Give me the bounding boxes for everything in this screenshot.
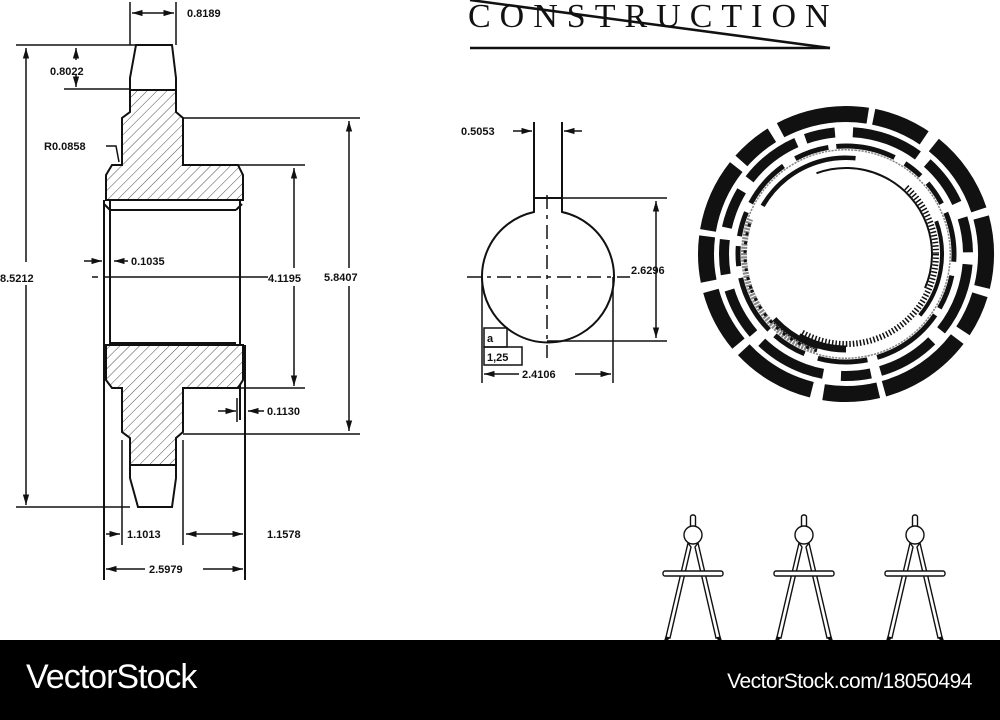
compass-icon [884,514,946,640]
dim-top-width: 0.8189 [187,8,221,20]
title-underline [469,0,831,50]
dim-bore: 4.1195 [268,273,301,285]
dim-hub-diameter: 5.8407 [324,272,358,284]
techno-ring [698,106,994,402]
image-url[interactable]: VectorStock.com/18050494 [727,670,972,693]
dim-fillet-radius: R0.0858 [44,141,86,153]
bottom-tooth [129,464,177,508]
gear-section [103,44,246,580]
technical-drawing: 0.8189 0.8022 R0.0858 8.5212 0.1035 4.11… [0,0,994,640]
compass-icons [662,514,946,640]
dim-key-width: 0.5053 [461,126,495,138]
dim-offset: 0.1130 [267,406,300,418]
top-hub [105,89,244,201]
brand-logo: VectorStock [26,658,197,696]
footer-bar: VectorStock VectorStock.com/18050494 [0,640,1000,720]
dim-chamfer: 0.1035 [131,256,165,268]
label-a: a [487,333,494,345]
bottom-hub [105,344,244,466]
top-tooth [129,44,177,91]
label-ratio: 1,25 [487,352,508,364]
dim-keyway-height: 2.6296 [631,265,665,277]
dim-keyway-diameter: 2.4106 [522,369,556,381]
dim-tooth-height: 0.8022 [50,66,84,78]
dim-left-hub: 1.1013 [127,529,161,541]
dim-overall-height: 8.5212 [0,273,34,285]
compass-icon [773,514,835,640]
page-title: CONSTRUCTION [468,0,839,35]
dim-right-hub: 1.1578 [267,529,301,541]
dim-overall-width: 2.5979 [149,564,183,576]
compass-icon [662,514,724,640]
keyway-detail [481,122,615,344]
